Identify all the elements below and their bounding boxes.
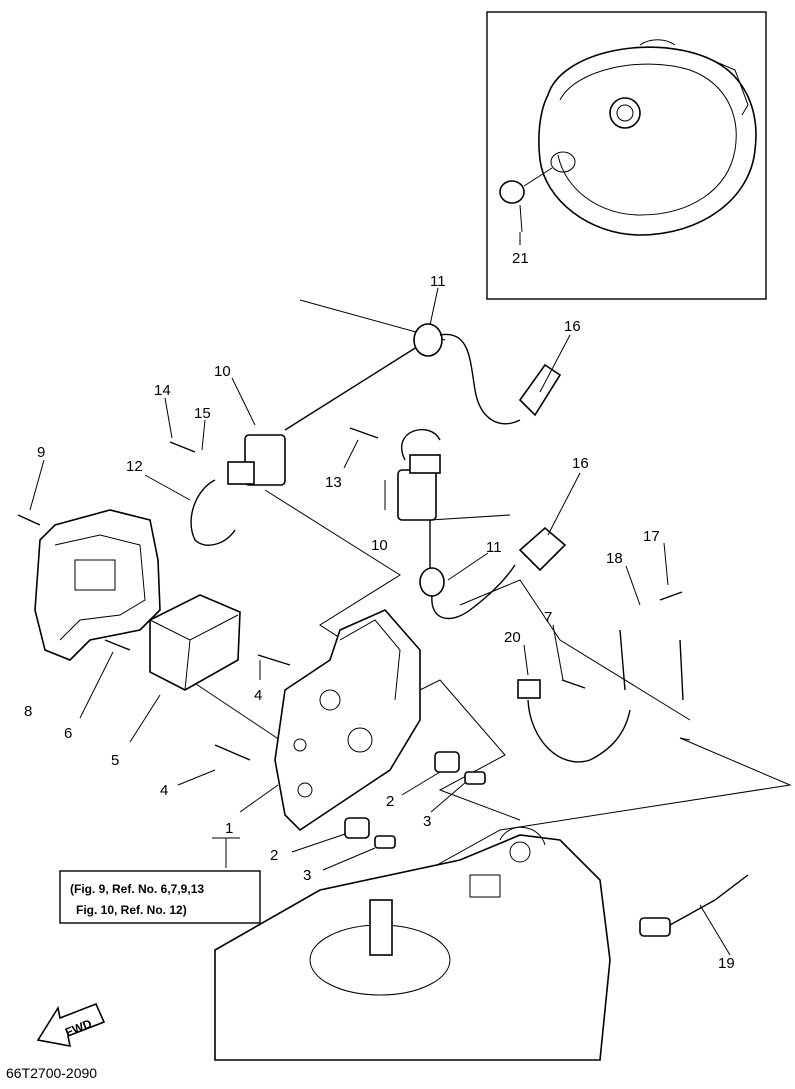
note-line-2: Fig. 10, Ref. No. 12) xyxy=(76,903,187,917)
callout-12: 12 xyxy=(126,458,143,475)
plug-cap-16-lower xyxy=(518,526,567,572)
cover-bracket-8 xyxy=(34,509,161,661)
callout-19: 19 xyxy=(718,955,735,972)
cdi-unit-5 xyxy=(149,594,241,691)
callout-9: 9 xyxy=(37,444,45,461)
plug-cap-11-upper xyxy=(413,323,521,425)
flywheel-cover xyxy=(538,46,757,236)
callout-numbers: 1 2 2 3 3 4 4 5 6 7 8 9 10 10 11 11 12 1… xyxy=(24,250,735,972)
inset-box xyxy=(486,11,767,300)
engine-block xyxy=(214,826,611,1061)
callout-16b: 16 xyxy=(572,455,589,472)
callout-5: 5 xyxy=(111,752,119,769)
callout-4b: 4 xyxy=(160,782,168,799)
callout-7: 7 xyxy=(544,609,552,626)
callout-21: 21 xyxy=(512,250,529,267)
callout-1: 1 xyxy=(225,820,233,837)
callout-2b: 2 xyxy=(270,847,278,864)
grommet-21 xyxy=(499,180,525,204)
callout-10b: 10 xyxy=(371,537,388,554)
fwd-arrow: FWD xyxy=(36,1002,106,1048)
plug-cap-11-lower xyxy=(419,564,516,620)
callout-3b: 3 xyxy=(303,867,311,884)
callout-8: 8 xyxy=(24,703,32,720)
plug-cap-16-upper xyxy=(518,363,562,417)
callout-11a: 11 xyxy=(430,273,446,290)
callout-11b: 11 xyxy=(486,539,502,556)
ignition-coil-10-upper xyxy=(190,344,421,546)
wire-lead-20 xyxy=(517,629,684,763)
sensor-19 xyxy=(639,874,749,937)
callout-14: 14 xyxy=(154,382,171,399)
base-plate-1 xyxy=(274,609,421,832)
callout-6: 6 xyxy=(64,725,72,742)
note-line-1: (Fig. 9, Ref. No. 6,7,9,13 xyxy=(70,882,204,896)
callout-18: 18 xyxy=(606,550,623,567)
callout-10a: 10 xyxy=(214,363,231,380)
callout-13: 13 xyxy=(325,474,342,491)
callout-17: 17 xyxy=(643,528,660,545)
callout-20: 20 xyxy=(504,629,521,646)
callout-16a: 16 xyxy=(564,318,581,335)
reference-note: (Fig. 9, Ref. No. 6,7,9,13 Fig. 10, Ref.… xyxy=(59,870,261,924)
bolts xyxy=(17,427,683,761)
callout-3a: 3 xyxy=(423,813,431,830)
ignition-coil-10-lower xyxy=(384,429,441,570)
leader-lines xyxy=(29,232,731,956)
collars xyxy=(344,751,486,849)
callout-15: 15 xyxy=(194,405,211,422)
figure-code: 66T2700-2090 xyxy=(6,1065,97,1081)
callout-4a: 4 xyxy=(254,687,262,704)
callout-2a: 2 xyxy=(386,793,394,810)
